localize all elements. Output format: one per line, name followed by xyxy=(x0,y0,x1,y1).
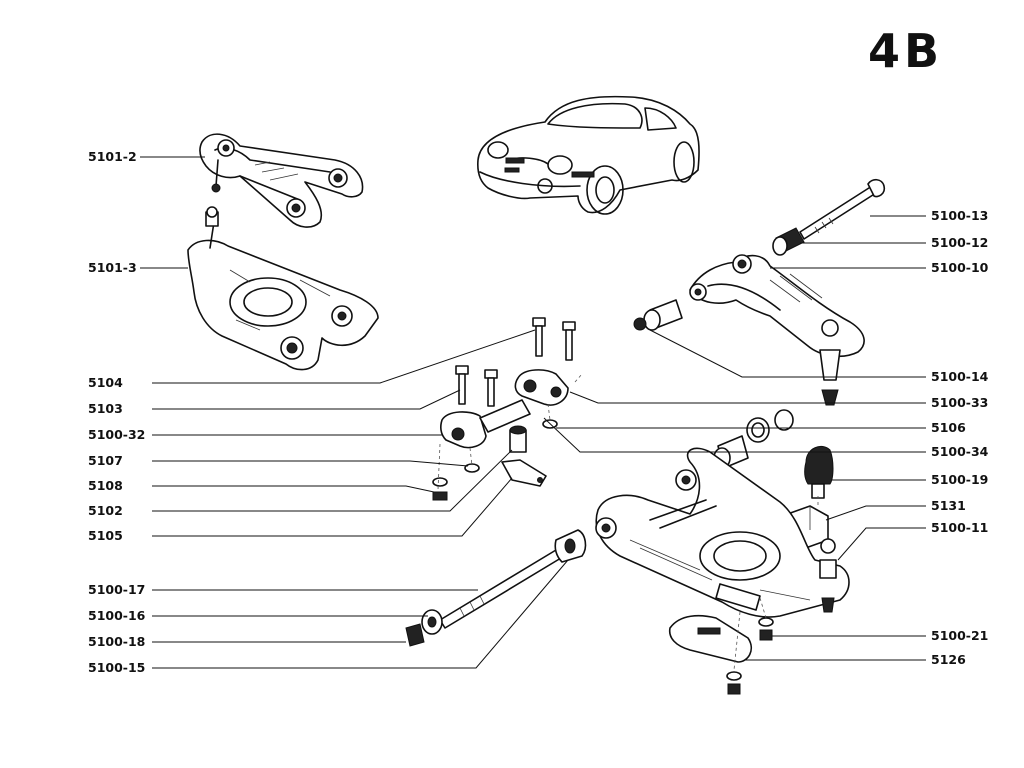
part-5100-10-upper-arm xyxy=(689,254,865,406)
part-5106-5100-34-bushings xyxy=(713,409,794,469)
callout-5100-14: 5100-14 xyxy=(931,369,989,384)
callout-5100-18: 5100-18 xyxy=(88,634,146,649)
callout-5104: 5104 xyxy=(88,375,123,390)
part-5100-17-bolt-assembly xyxy=(405,529,587,647)
part-5100-32-clamp xyxy=(440,399,531,449)
callout-5107: 5107 xyxy=(88,453,123,468)
callout-5100-13: 5100-13 xyxy=(931,208,989,223)
plate-number: 4B xyxy=(868,24,944,78)
callout-5100-12: 5100-12 xyxy=(931,235,989,250)
part-5100-19-bump-stop xyxy=(804,446,834,499)
part-5101-2-upper-arm xyxy=(199,133,364,228)
callout-5100-34: 5100-34 xyxy=(931,444,989,459)
callout-5100-21: 5100-21 xyxy=(931,628,989,643)
part-5105-bracket xyxy=(501,459,547,487)
callout-5100-32: 5100-32 xyxy=(88,427,146,442)
callout-5100-15: 5100-15 xyxy=(88,660,146,675)
callout-5102: 5102 xyxy=(88,503,123,518)
part-5100-12-bushing xyxy=(772,227,805,256)
callout-5100-10: 5100-10 xyxy=(931,260,989,275)
assembly-dash-lines xyxy=(437,373,819,671)
callout-5103: 5103 xyxy=(88,401,123,416)
part-5101-3-lower-arm xyxy=(187,206,379,371)
callout-5100-16: 5100-16 xyxy=(88,608,146,623)
callout-5126: 5126 xyxy=(931,652,966,667)
part-5100-33-clamp xyxy=(514,369,569,406)
part-5104-bolts xyxy=(532,317,576,361)
car-illustration xyxy=(477,95,700,215)
part-5126-plate xyxy=(668,614,774,695)
callout-5100-17: 5100-17 xyxy=(88,582,146,597)
callout-5100-33: 5100-33 xyxy=(931,395,989,410)
part-5103-bolts xyxy=(455,365,498,407)
part-5100-14-bushing xyxy=(633,299,683,331)
callout-5105: 5105 xyxy=(88,528,123,543)
part-5100-13-bolt xyxy=(799,178,886,240)
callout-5101-3: 5101-3 xyxy=(88,260,137,275)
callout-5108: 5108 xyxy=(88,478,123,493)
part-5102-sleeve xyxy=(509,425,527,453)
callout-5100-19: 5100-19 xyxy=(931,472,989,487)
callout-5131: 5131 xyxy=(931,498,966,513)
callout-5100-11: 5100-11 xyxy=(931,520,989,535)
leader-lines xyxy=(140,156,926,669)
callout-5101-2: 5101-2 xyxy=(88,149,137,164)
callout-5106: 5106 xyxy=(931,420,966,435)
part-main-lower-arm xyxy=(595,447,850,618)
